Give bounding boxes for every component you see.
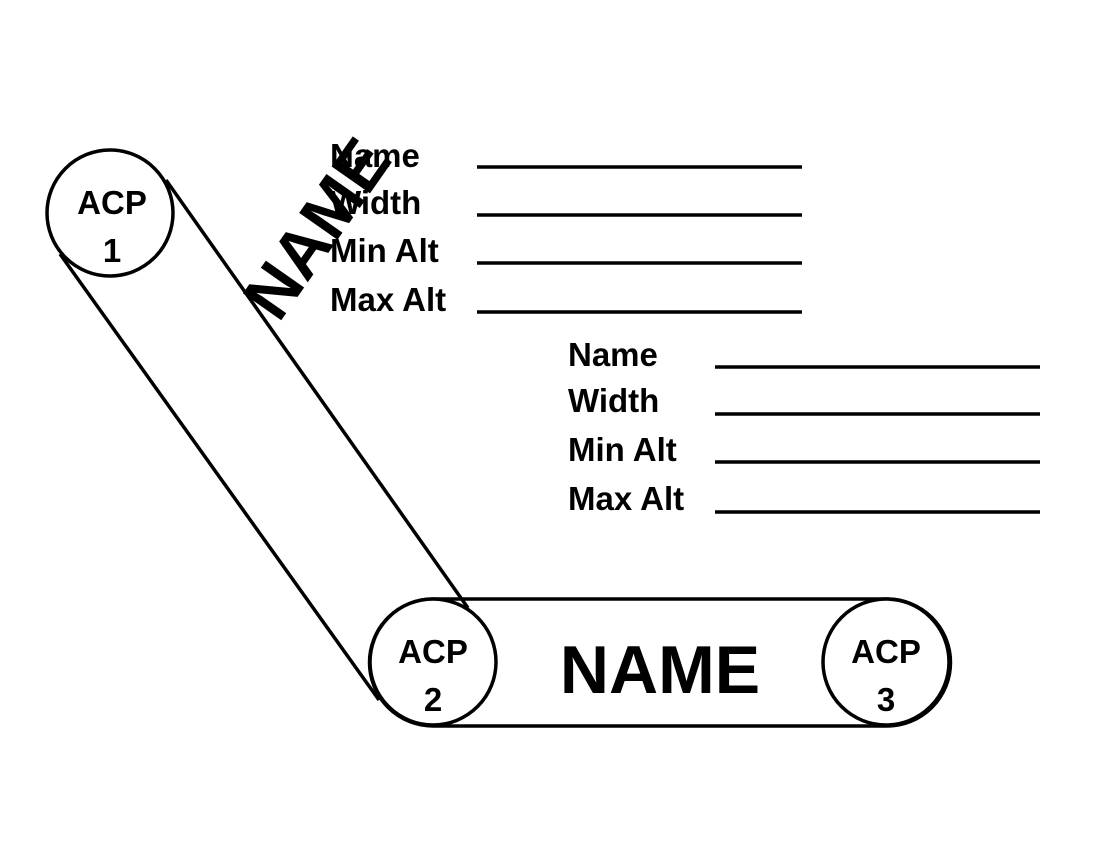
info-block-2-field-max-alt: Max Alt [568, 480, 684, 517]
acp-3-label-top: ACP [851, 633, 921, 670]
info-block-1-field-width: Width [330, 184, 421, 221]
acp-3-label-bottom: 3 [877, 681, 895, 718]
info-block-2: Name Width Min Alt Max Alt [568, 336, 1040, 517]
corridor-1-edge-upper [164, 178, 470, 610]
acp-2-label-top: ACP [398, 633, 468, 670]
info-block-1-field-min-alt: Min Alt [330, 232, 439, 269]
info-block-1-field-max-alt: Max Alt [330, 281, 446, 318]
info-block-2-field-width: Width [568, 382, 659, 419]
info-block-2-field-name: Name [568, 336, 658, 373]
acp-1-circle [45, 148, 175, 278]
info-block-1-field-name: Name [330, 137, 420, 174]
acp-1-label-top: ACP [77, 184, 147, 221]
acp-3-circle [821, 597, 951, 727]
acp-1-label-bottom: 1 [103, 232, 121, 269]
corridor-2-name: NAME [560, 632, 760, 708]
acp-2-circle [368, 597, 498, 727]
corridor-1-edge-lower [58, 252, 381, 702]
info-block-1: Name Width Min Alt Max Alt [330, 137, 802, 318]
acp-2-label-bottom: 2 [424, 681, 442, 718]
info-block-2-field-min-alt: Min Alt [568, 431, 677, 468]
